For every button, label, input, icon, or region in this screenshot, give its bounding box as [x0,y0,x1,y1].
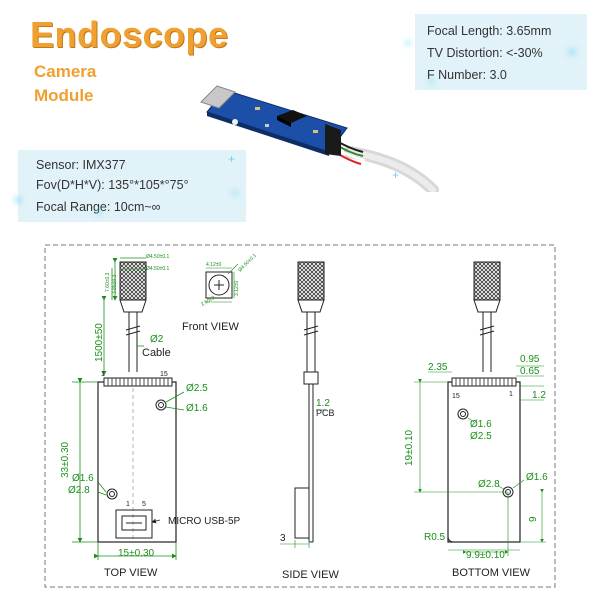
dim-top-phi28: Ø2.8 [68,485,90,496]
dim-bottom-095: 0.95 [520,354,540,365]
drawing-frame [44,244,556,588]
dim-760: 7.60±0.3 [105,272,111,292]
side-view [280,261,326,548]
decor-glow [568,48,576,56]
label-micro-usb: MICRO USB-5P [168,516,241,527]
dim-front-phi: Ø4.50±0.1 [237,253,258,274]
label-front-view: Front VIEW [182,321,239,333]
dim-top-phi450-b: Ø4.50±0.1 [146,266,170,272]
pin-1-bottom: 1 [509,391,513,398]
pin-1-top: 1 [101,371,105,378]
dim-top-phi16: Ø1.6 [186,403,208,414]
spec-box-optics: Focal Length: 3.65mm TV Distortion: <-30… [415,14,587,90]
usb-pin-1: 1 [126,501,130,508]
spec-box-sensor: Sensor: IMX377 Fov(D*H*V): 135°*105*°75°… [18,150,246,222]
dim-385: 3.85±0.3 [112,274,118,294]
pin-15-bottom: 15 [452,393,460,400]
spec-f-number: F Number: 3.0 [427,68,507,82]
spec-focal-range: Focal Range: 10cm~∞ [36,200,161,214]
spec-tv-distortion: TV Distortion: <-30% [427,46,543,60]
dim-front-312: 3.12±0 [234,281,240,296]
front-view [205,263,239,303]
usb-pin-5: 5 [142,501,146,508]
spec-sensor: Sensor: IMX377 [36,158,126,172]
dim-front-412: 4.12±0 [206,262,221,268]
subtitle-module: Module [34,86,94,105]
dim-top-width: 15±0.30 [118,548,155,559]
page-title: Endoscope [30,14,229,55]
dim-bottom-height: 19±0.10 [404,429,415,466]
dim-top-height: 33±0.30 [60,441,71,478]
label-side-view: SIDE VIEW [282,569,339,581]
dim-bottom-phi25: Ø2.5 [470,431,492,442]
decor-glow [96,210,102,216]
dim-top-phi25: Ø2.5 [186,383,208,394]
label-bottom-view: BOTTOM VIEW [452,567,531,579]
decor-glow [428,78,434,84]
decor-glow [405,40,411,46]
label-pcb: PCB [316,408,335,418]
dim-bottom-r05: R0.5 [424,532,446,543]
dim-pcb-thickness: 1.2 [316,398,330,409]
dim-top-phi16-b: Ø1.6 [72,473,94,484]
label-top-view: TOP VIEW [104,567,158,579]
dim-bottom-065: 0.65 [520,366,540,377]
spec-focal-length: Focal Length: 3.65mm [427,24,552,38]
dim-bottom-12: 1.2 [532,390,546,401]
dim-side-3: 3 [280,533,286,544]
dim-bottom-phi16: Ø1.6 [470,419,492,430]
dim-bottom-235: 2.35 [428,362,448,373]
dim-front-260: 2.60±0 [200,295,216,308]
decor-glow [14,196,22,204]
dim-bottom-phi16-b: Ø1.6 [526,472,548,483]
sparkle-icon: + [392,168,400,182]
subtitle-camera: Camera [34,62,97,81]
spec-fov: Fov(D*H*V): 135°*105*°75° [36,178,189,192]
dim-top-phi450-a: Ø4.50±0.1 [146,254,170,260]
decor-glow [232,190,238,196]
top-view [72,257,185,560]
camera-module-photo [200,85,439,192]
dim-cable-length: 1500±50 [94,323,105,362]
sparkle-icon: + [228,152,236,166]
dim-phi2: Ø2 [150,334,164,345]
pin-15-top: 15 [160,371,168,378]
label-cable: Cable [142,347,171,359]
dim-bottom-width: 9.9±0.10 [466,550,505,561]
dim-bottom-phi28: Ø2.8 [478,479,500,490]
dim-bottom-9: 9 [528,516,539,522]
bottom-view [414,261,546,556]
